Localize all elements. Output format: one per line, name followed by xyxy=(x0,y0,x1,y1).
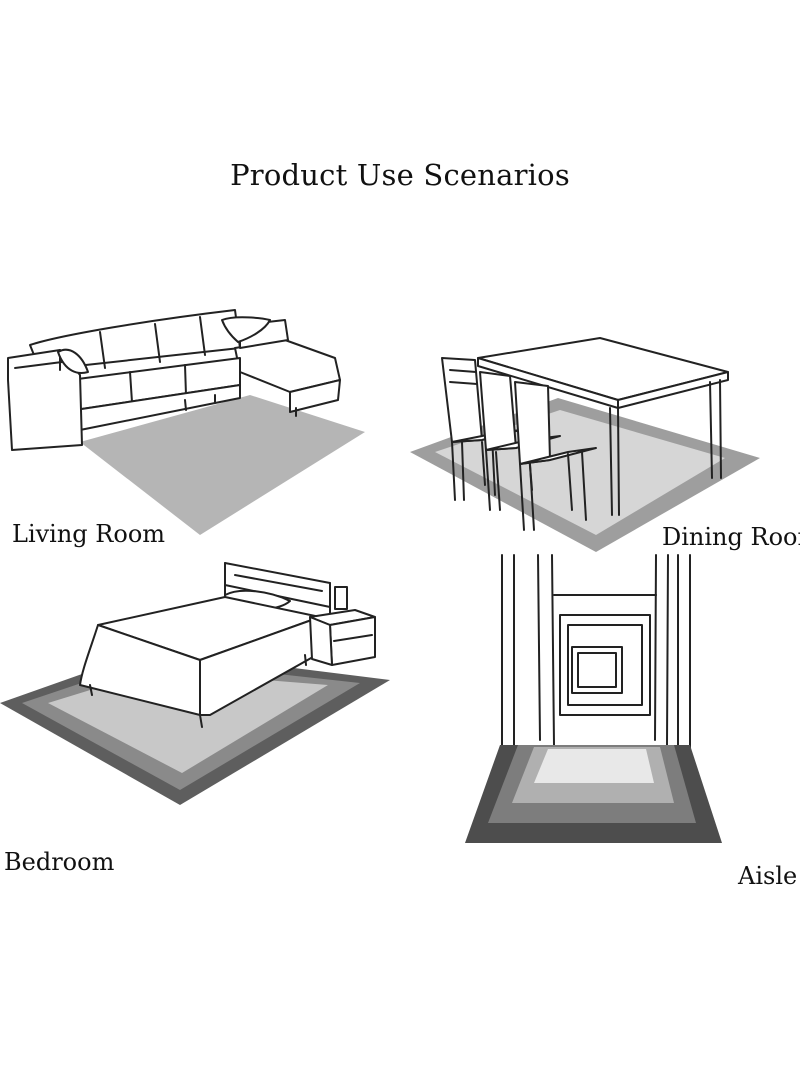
scene-label-dining-room: Dining Room xyxy=(662,523,800,551)
page-title: Product Use Scenarios xyxy=(230,158,570,192)
dining-chair-icon xyxy=(441,357,597,531)
scene-label-bedroom: Bedroom xyxy=(4,848,115,876)
scene-label-living-room: Living Room xyxy=(12,520,166,548)
dining-table-icon xyxy=(477,337,729,516)
scene-label-aisle: Aisle xyxy=(738,862,798,890)
bedroom-illustration xyxy=(0,562,390,805)
dining-room-illustration xyxy=(410,337,760,552)
living-room-rug xyxy=(80,395,365,535)
nightstand-icon xyxy=(309,586,376,666)
aisle-rug-center xyxy=(534,749,654,783)
aisle-illustration xyxy=(465,554,722,843)
bedroom-rug-inner xyxy=(48,671,328,773)
hallway-icon xyxy=(501,554,691,751)
sofa-icon xyxy=(7,309,341,451)
living-room-illustration xyxy=(7,309,365,535)
bed-icon xyxy=(79,562,331,728)
